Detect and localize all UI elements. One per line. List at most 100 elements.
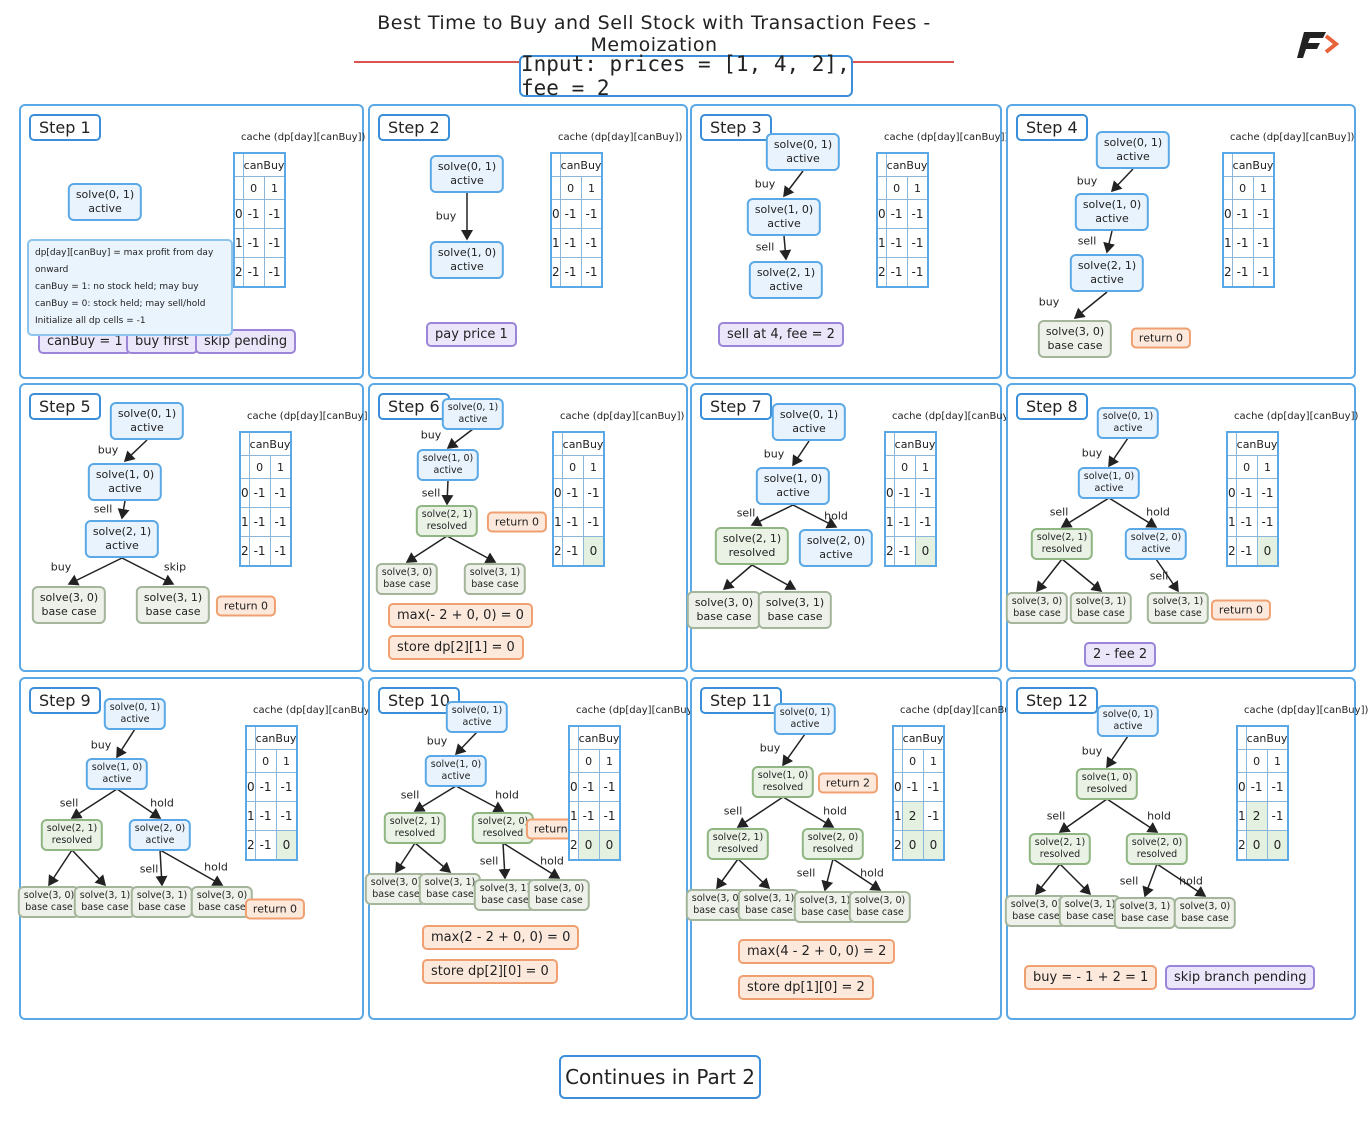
tree-node: solve(3, 1)base case: [135, 586, 211, 624]
node-call: solve(2, 1): [389, 816, 441, 827]
tree-node: solve(2, 1)resolved: [40, 819, 104, 851]
node-state: resolved: [1086, 784, 1128, 795]
cache-row-label: 0: [892, 772, 903, 802]
return-note: return 0: [486, 511, 548, 533]
edge-label: hold: [540, 854, 564, 868]
edge-label: sell: [1119, 874, 1139, 888]
tree-edge-arrow: [1108, 497, 1158, 528]
cache-cell: -1: [1256, 478, 1279, 508]
node-state: active: [462, 717, 492, 728]
cache-col-label: 0: [893, 455, 916, 479]
tree-edge-arrow: [123, 439, 148, 463]
tree-node: solve(2, 0)active: [128, 819, 192, 851]
cache-cell: 0: [582, 536, 605, 567]
tree-edge-arrow: [117, 500, 130, 520]
cache-cell: -1: [893, 478, 916, 508]
cache-cell: -1: [598, 801, 621, 831]
tree-edge-arrow: [1061, 558, 1103, 592]
tree-edge-arrow: [792, 504, 838, 529]
cache-cell: -1: [885, 228, 908, 258]
cache-row-label: 2: [239, 536, 250, 567]
cache-cell: -1: [269, 507, 292, 537]
tree-node: solve(3, 1)base case: [473, 879, 537, 911]
step-label: Step 4: [1016, 114, 1088, 141]
node-call: solve(3, 1): [479, 883, 531, 894]
step-label: Step 7: [700, 393, 772, 420]
tree-edge-arrow: [1058, 798, 1108, 833]
cache-cell: -1: [559, 257, 582, 288]
node-state: resolved: [51, 835, 93, 846]
node-state: base case: [535, 895, 583, 906]
step-annotation-chip: buy = - 1 + 2 = 1: [1024, 965, 1158, 990]
tree-node: solve(0, 1)active: [103, 698, 167, 730]
cache-row-label: 2: [1236, 830, 1247, 861]
edge-label: hold: [1179, 874, 1203, 888]
cache-row-label: 1: [884, 507, 895, 537]
tree-edge-arrow: [737, 858, 771, 890]
tree-edge-arrow: [792, 440, 810, 467]
tree-node: solve(3, 0)base case: [848, 891, 912, 923]
step-label: Step 11: [700, 687, 782, 714]
cache-cell: -1: [1235, 478, 1258, 508]
step-annotation-chip: skip branch pending: [1165, 965, 1316, 990]
node-state: base case: [1012, 911, 1060, 922]
return-note: return 0: [244, 898, 306, 920]
cache-row-label: 2: [245, 830, 256, 861]
tree-node: solve(3, 1)base case: [418, 873, 482, 905]
node-call: solve(3, 1): [469, 567, 521, 578]
tree-node: solve(3, 0)base case: [686, 591, 762, 629]
tree-edge-arrow: [67, 557, 123, 586]
node-state: active: [786, 152, 820, 165]
tree-node: solve(0, 1)active: [429, 155, 505, 193]
cache-cell: -1: [248, 507, 271, 537]
cache-col-label: 1: [263, 176, 286, 200]
node-state: active: [767, 217, 801, 230]
tree-node: solve(1, 0)resolved: [751, 766, 815, 798]
cache-row-label: 1: [550, 228, 561, 258]
cache-title: cache (dp[day][canBuy]): [558, 132, 683, 143]
cache-col-label: 0: [242, 176, 265, 200]
node-state: base case: [1181, 913, 1229, 924]
node-call: solve(2, 0): [806, 534, 866, 547]
cache-cell: -1: [582, 478, 605, 508]
tree-edge-arrow: [1035, 863, 1061, 896]
cache-cell: -1: [598, 772, 621, 802]
node-state: base case: [145, 605, 201, 618]
legend-line: Initialize all dp cells = -1: [35, 316, 146, 326]
cache-cell: -1: [248, 478, 271, 508]
node-call: solve(1, 0): [91, 762, 143, 773]
edge-label: buy: [426, 734, 448, 748]
continues-banner: Continues in Part 2: [559, 1055, 761, 1099]
cache-title: cache (dp[day][canBuy]): [900, 705, 1025, 716]
tree-node: solve(2, 1)resolved: [415, 505, 479, 537]
node-call: solve(2, 0): [477, 816, 529, 827]
tree-node: solve(2, 1)active: [748, 261, 824, 299]
node-state: resolved: [426, 521, 468, 532]
return-note: return 2: [817, 772, 879, 794]
tree-node: solve(2, 0)active: [798, 529, 874, 567]
node-call: solve(0, 1): [109, 702, 161, 713]
node-call: solve(3, 0): [691, 893, 743, 904]
cache-row-label: 2: [1226, 536, 1237, 567]
brand-logo-icon: [1297, 32, 1340, 58]
edge-label: sell: [1077, 234, 1097, 248]
tree-node: solve(3, 1)base case: [1058, 895, 1122, 927]
tree-edge-arrow: [1073, 291, 1108, 319]
cache-cell: -1: [254, 801, 277, 831]
node-call: solve(3, 1): [765, 596, 825, 609]
tree-node: solve(3, 0)base case: [527, 879, 591, 911]
step-label: Step 6: [378, 393, 450, 420]
tree-edge-arrow: [116, 788, 162, 819]
tree-edge-arrow: [1142, 863, 1158, 898]
edge-label: sell: [1149, 569, 1169, 583]
cache-col-label: 1: [1252, 176, 1275, 200]
node-call: solve(2, 0): [134, 823, 186, 834]
cache-cell: -1: [1231, 199, 1254, 229]
node-call: solve(3, 1): [1152, 596, 1204, 607]
tree-node: solve(0, 1)active: [773, 703, 837, 735]
node-state: base case: [1013, 608, 1061, 619]
